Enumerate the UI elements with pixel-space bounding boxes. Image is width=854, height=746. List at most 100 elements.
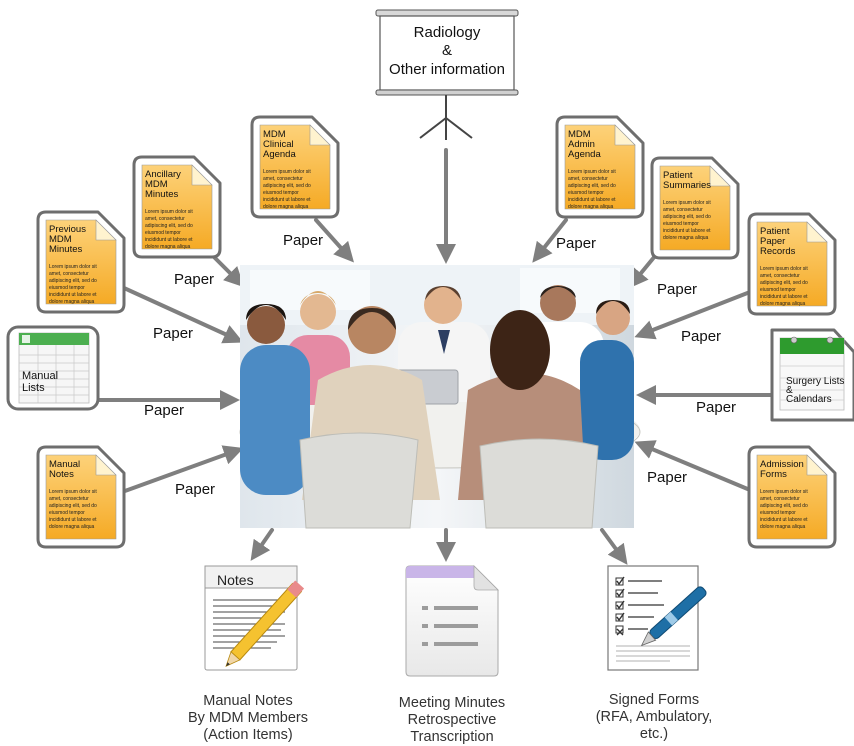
document-body-line: Lorem ipsum dolor sit <box>760 489 808 495</box>
document-title-line: Patient <box>760 226 790 237</box>
document-body-line: amet, consectetur <box>663 207 703 213</box>
document-title-line: MDM <box>49 234 72 245</box>
document-title-line: Summaries <box>663 180 711 191</box>
projector-line-3: Other information <box>389 61 505 78</box>
caption-minutes-1: Meeting Minutes <box>399 695 505 711</box>
paper-label-records: Paper <box>681 328 721 345</box>
document-title-line: Admission <box>760 459 804 470</box>
document-body-line: amet, consectetur <box>760 273 800 279</box>
calendar-line-2: & <box>786 385 793 396</box>
caption-minutes-3: Transcription <box>410 729 493 745</box>
document-body-line: dolore magna aliqua <box>49 524 95 530</box>
document-body-line: dolore magna aliqua <box>568 204 614 210</box>
document-body-line: amet, consectetur <box>568 176 608 182</box>
document-body-line: eiusmod tempor <box>760 510 796 516</box>
caption-manual-notes-2: By MDM Members <box>188 710 308 726</box>
people <box>240 285 634 529</box>
arrow-manual-notes <box>120 445 244 494</box>
pen-icon <box>640 586 707 647</box>
spreadsheet-line-1: Manual <box>22 370 58 382</box>
document-body-line: incididunt ut labore et <box>568 197 616 203</box>
document-title-line: Clinical <box>263 139 294 150</box>
document-body-line: amet, consectetur <box>760 496 800 502</box>
projector-line-2: & <box>442 42 452 59</box>
document-body-line: Lorem ipsum dolor sit <box>49 264 97 270</box>
document-body-line: amet, consectetur <box>145 216 185 222</box>
document-title-line: Agenda <box>568 149 601 160</box>
arrow-ancillary <box>210 253 245 288</box>
document-title-line: Notes <box>49 469 74 480</box>
meeting-photo <box>239 265 641 529</box>
document-body-line: dolore magna aliqua <box>49 299 95 305</box>
document-title-line: Minutes <box>145 189 179 200</box>
document-body-line: incididunt ut labore et <box>760 517 808 523</box>
arrow-clinical-agenda <box>314 218 355 263</box>
document-body-line: incididunt ut labore et <box>49 292 97 298</box>
document-body-line: incididunt ut labore et <box>663 228 711 234</box>
document-title-line: Agenda <box>263 149 296 160</box>
document-body-line: Lorem ipsum dolor sit <box>663 200 711 206</box>
paper-label-clinical: Paper <box>283 232 323 249</box>
caption-forms-3: etc.) <box>640 726 668 742</box>
document-body-line: adipiscing elit, sed do <box>263 183 311 189</box>
arrow-out-forms <box>600 528 628 565</box>
paper-label-summaries: Paper <box>657 281 697 298</box>
document-title-line: Minutes <box>49 244 83 255</box>
document-body-line: adipiscing elit, sed do <box>49 278 97 284</box>
calendar-line-1: Surgery Lists <box>786 376 844 387</box>
arrows <box>96 148 774 565</box>
spreadsheet-manual-lists: Manual Lists <box>6 325 100 411</box>
spreadsheet-line-2: Lists <box>22 382 45 394</box>
paper-label-previous: Paper <box>153 325 193 342</box>
document-body-line: amet, consectetur <box>49 271 89 277</box>
notes-pad-icon: Notes <box>204 565 305 671</box>
paper-labels: Paper Paper Paper Paper Paper Paper Pape… <box>144 232 736 498</box>
document-body-line: Lorem ipsum dolor sit <box>145 209 193 215</box>
document-body-line: eiusmod tempor <box>49 510 85 516</box>
document-body-line: Lorem ipsum dolor sit <box>568 169 616 175</box>
caption-forms-1: Signed Forms <box>609 692 699 708</box>
document-body-line: amet, consectetur <box>49 496 89 502</box>
document-body-line: eiusmod tempor <box>145 230 181 236</box>
document-body-line: Lorem ipsum dolor sit <box>263 169 311 175</box>
calendar-line-3: Calendars <box>786 394 832 405</box>
document-body-line: eiusmod tempor <box>568 190 604 196</box>
arrow-previous <box>122 286 244 344</box>
document-title-line: Ancillary <box>145 169 181 180</box>
document-body-line: incididunt ut labore et <box>49 517 97 523</box>
document-body-line: eiusmod tempor <box>263 190 299 196</box>
caption-forms-2: (RFA, Ambulatory, <box>596 709 713 725</box>
document-body-line: eiusmod tempor <box>760 287 796 293</box>
document-body-line: dolore magna aliqua <box>663 235 709 241</box>
document-body-line: eiusmod tempor <box>49 285 85 291</box>
document-body-line: incididunt ut labore et <box>145 237 193 243</box>
document-body-line: adipiscing elit, sed do <box>49 503 97 509</box>
document-body-line: adipiscing elit, sed do <box>760 503 808 509</box>
arrow-patient-records <box>634 290 752 340</box>
arrow-admission <box>634 440 752 492</box>
paper-label-admin: Paper <box>556 235 596 252</box>
document-body-line: dolore magna aliqua <box>760 301 806 307</box>
document-body-line: adipiscing elit, sed do <box>663 214 711 220</box>
caption-minutes-2: Retrospective <box>408 712 497 728</box>
projector-line-1: Radiology <box>414 24 481 41</box>
paper-label-calendars: Paper <box>696 399 736 416</box>
paper-label-ancillary: Paper <box>174 271 214 288</box>
document-title-line: Previous <box>49 224 86 235</box>
document-body-line: amet, consectetur <box>263 176 303 182</box>
document-title-line: Paper <box>760 236 785 247</box>
document-body-line: incididunt ut labore et <box>760 294 808 300</box>
document-body-line: adipiscing elit, sed do <box>145 223 193 229</box>
caption-manual-notes-3: (Action Items) <box>203 727 292 743</box>
paper-label-manual-notes: Paper <box>175 481 215 498</box>
document-body-line: adipiscing elit, sed do <box>760 280 808 286</box>
arrow-admin-agenda <box>532 218 568 263</box>
meeting-minutes-icon <box>405 565 499 677</box>
document-body-line: dolore magna aliqua <box>760 524 806 530</box>
